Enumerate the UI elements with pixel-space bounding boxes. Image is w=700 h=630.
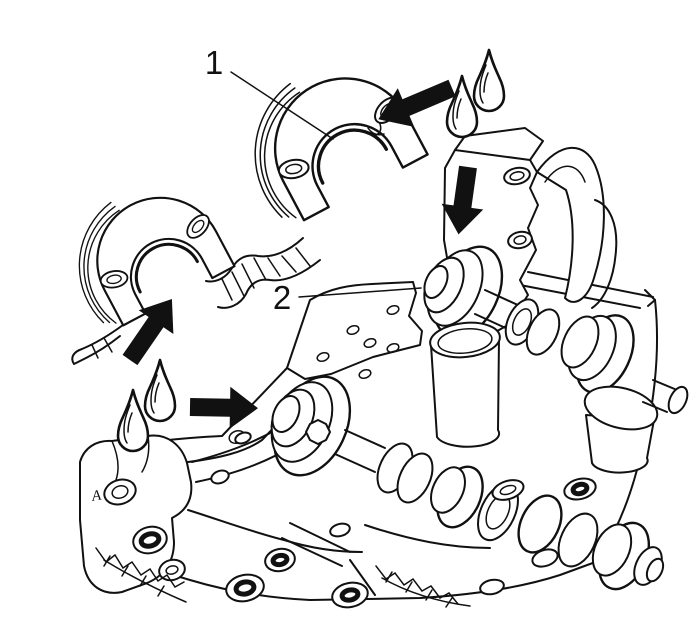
cam-trigger-hub (305, 419, 331, 445)
deck-oil-holes (316, 304, 400, 380)
tower-opening (583, 385, 659, 431)
callout-2-leader (298, 287, 422, 298)
cast-mark: A (90, 487, 104, 505)
break-hatch-bands (95, 547, 471, 608)
front-face-bolt-bosses (210, 431, 597, 609)
oil-drop-icon (116, 388, 150, 453)
timing-end-bracket: A (79, 434, 193, 594)
oil-arrow-front-journal-icon (189, 386, 259, 430)
oil-drop-icon (445, 74, 479, 139)
casting-fin (536, 146, 605, 303)
bearing-cap-lower (51, 174, 236, 331)
callout-1-leader (230, 71, 334, 140)
annotations: 1 2 (112, 44, 506, 453)
tappet-towers (429, 321, 659, 474)
callout-2-label: 2 (273, 279, 291, 316)
oil-drop-icon (143, 358, 177, 423)
oil-drop-icon (472, 48, 506, 113)
camshaft-bearing-caps (51, 52, 429, 365)
exhaust-camshaft (423, 245, 635, 394)
callout-1-label: 1 (205, 44, 223, 81)
